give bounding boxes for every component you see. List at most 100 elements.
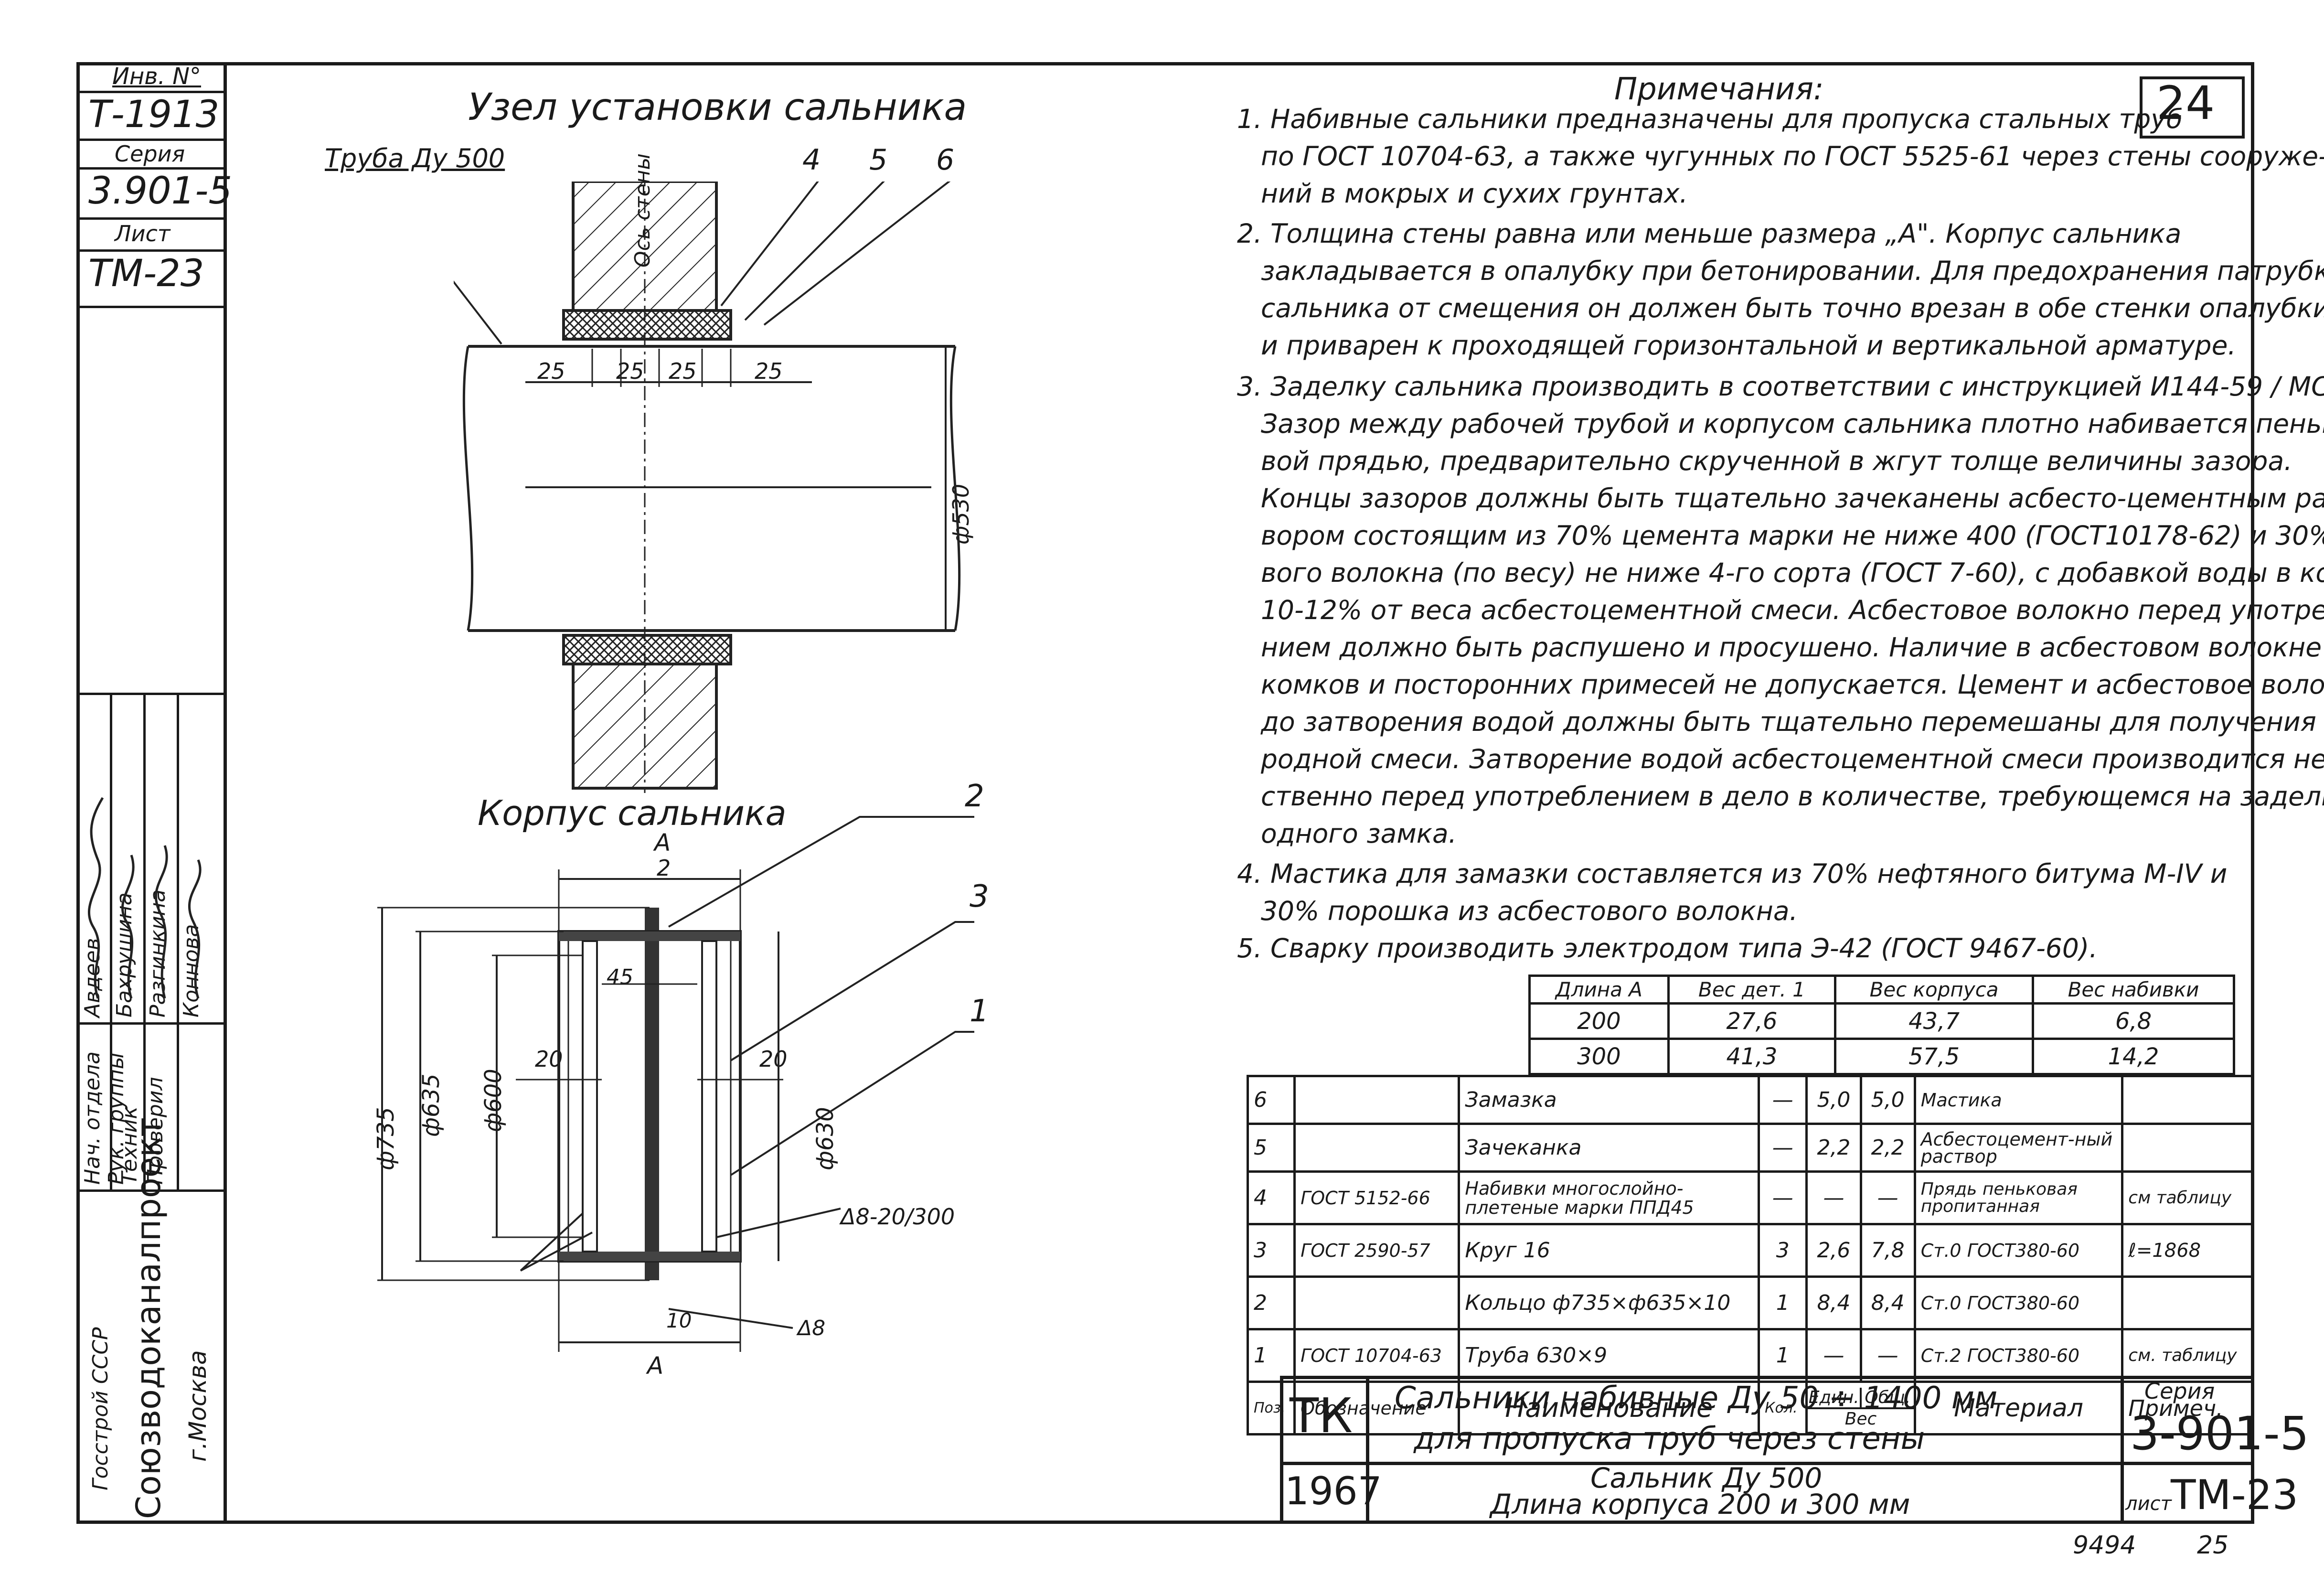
table-cell: 8,4 bbox=[1859, 1275, 1916, 1330]
left-margin-strip bbox=[76, 62, 227, 1524]
note-line: 4. Мастика для замазки составляется из 7… bbox=[1237, 858, 2228, 889]
table-cell: 41,3 bbox=[1667, 1038, 1837, 1075]
inv-number: Т-1913 bbox=[88, 93, 220, 136]
header-total: Общ. bbox=[1865, 1387, 1911, 1407]
note-line: вором состоящим из 70% цемента марки не … bbox=[1261, 520, 2324, 551]
note-line: 5. Сварку производить электродом типа Э-… bbox=[1237, 933, 2098, 964]
table-cell: 6,8 bbox=[2032, 1002, 2235, 1040]
table-cell: 8,4 bbox=[1805, 1275, 1862, 1330]
note-line: родной смеси. Затворение водой асбестоце… bbox=[1261, 744, 2324, 774]
callout-4: 4 bbox=[802, 143, 821, 177]
city: г.Москва bbox=[184, 1350, 212, 1462]
table-cell: Труба 630×9 bbox=[1458, 1328, 1760, 1383]
table-header: Вес дет. 1 bbox=[1667, 975, 1837, 1005]
signatures bbox=[87, 797, 202, 999]
table-cell bbox=[1293, 1075, 1460, 1125]
sheet-value: ТМ-23 bbox=[88, 252, 204, 295]
callout-2: 2 bbox=[965, 779, 984, 814]
table-cell: 2,2 bbox=[1805, 1123, 1862, 1173]
weld-1: Δ8-20/300 bbox=[841, 1204, 955, 1230]
title-line-2: для пропуска труб через стены bbox=[1414, 1421, 1925, 1456]
series-label: Серия bbox=[115, 141, 185, 167]
table-cell: 4 bbox=[1246, 1170, 1296, 1225]
subtitle-line-2: Длина корпуса 200 и 300 мм bbox=[1490, 1488, 1910, 1521]
dim-45: 45 bbox=[607, 965, 633, 989]
table-cell: 300 bbox=[1528, 1038, 1670, 1075]
header-designation: Обозначение bbox=[1293, 1381, 1460, 1435]
sheet-label: Лист bbox=[115, 221, 171, 246]
table-cell: 200 bbox=[1528, 1002, 1670, 1040]
header-weight-cell: Един. Общ. Вес bbox=[1805, 1381, 1916, 1435]
table-cell: 57,5 bbox=[1834, 1038, 2035, 1075]
header-remark: Примеч. bbox=[2121, 1381, 2254, 1435]
table-cell: — bbox=[1758, 1075, 1808, 1125]
table-cell: Ст.0 ГОСТ380-60 bbox=[1913, 1275, 2124, 1330]
table-cell: Кольцо ф735×ф635×10 bbox=[1458, 1275, 1760, 1330]
note-line: 3. Заделку сальника производить в соотве… bbox=[1237, 371, 2324, 402]
table-cell: см таблицу bbox=[2121, 1170, 2254, 1225]
table-cell: — bbox=[1859, 1328, 1916, 1383]
table-cell: Прядь пеньковая пропитанная bbox=[1913, 1170, 2124, 1225]
dim-10: 10 bbox=[666, 1309, 692, 1332]
table-cell: Набивки многослойно-плетеные марки ППД45 bbox=[1458, 1170, 1760, 1225]
table-cell: ГОСТ 5152-66 bbox=[1293, 1170, 1460, 1225]
table-cell: Мастика bbox=[1913, 1075, 2124, 1125]
table-cell: 5 bbox=[1246, 1123, 1296, 1173]
footer-page: 25 bbox=[2197, 1531, 2229, 1560]
table-cell: 14,2 bbox=[2032, 1038, 2235, 1075]
table-cell: 1 bbox=[1758, 1328, 1808, 1383]
spec-table: 6 Замазка — 5,0 5,0 Мастика 5 Зачеканка … bbox=[1246, 1075, 2254, 1435]
table-cell: 1 bbox=[1758, 1275, 1808, 1330]
callout-3: 3 bbox=[970, 879, 989, 914]
table-cell: 7,8 bbox=[1859, 1223, 1916, 1278]
table-cell: см. таблицу bbox=[2121, 1328, 2254, 1383]
pipe-label: Труба Ду 500 bbox=[325, 143, 505, 173]
table-cell: Ст.0 ГОСТ380-60 bbox=[1913, 1223, 2124, 1278]
callout-6: 6 bbox=[936, 143, 955, 177]
table-cell: ГОСТ 10704-63 bbox=[1293, 1328, 1460, 1383]
table-cell: 2,2 bbox=[1859, 1123, 1916, 1173]
callout-5: 5 bbox=[869, 143, 888, 177]
table-cell: 27,6 bbox=[1667, 1002, 1837, 1040]
role-1: Нач. отдела bbox=[80, 1051, 105, 1185]
notes-title: Примечания: bbox=[1614, 72, 1824, 107]
title-line-1: Сальники набивные Ду 50 ÷ 1400 мм bbox=[1395, 1381, 1998, 1416]
tb-series-label: Серия bbox=[2144, 1378, 2215, 1404]
tk-label: ТК bbox=[1290, 1388, 1353, 1444]
table-cell: 3 bbox=[1758, 1223, 1808, 1278]
table-cell: 2 bbox=[1246, 1275, 1296, 1330]
table-cell bbox=[2121, 1123, 2254, 1173]
organization: Госстрой СССР bbox=[88, 1327, 113, 1490]
table-cell: 2,6 bbox=[1805, 1223, 1862, 1278]
table-cell: Круг 16 bbox=[1458, 1223, 1760, 1278]
table-header: Вес набивки bbox=[2032, 975, 2235, 1005]
table-cell bbox=[1293, 1275, 1460, 1330]
callout-1: 1 bbox=[970, 994, 989, 1029]
note-line: 10-12% от веса асбестоцементной смеси. А… bbox=[1261, 595, 2324, 625]
table-cell: 1 bbox=[1246, 1328, 1296, 1383]
table-cell: ℓ=1868 bbox=[2121, 1223, 2254, 1278]
table-cell: — bbox=[1758, 1123, 1808, 1173]
note-line: 2. Толщина стены равна или меньше размер… bbox=[1237, 218, 2182, 249]
table-cell: 5,0 bbox=[1859, 1075, 1916, 1125]
dim-25-d: 25 bbox=[755, 358, 783, 384]
series-value: 3.901-5 bbox=[88, 170, 233, 213]
header-weight: Вес bbox=[1844, 1409, 1877, 1429]
dim-2: 2 bbox=[657, 855, 671, 881]
table-cell: 5,0 bbox=[1805, 1075, 1862, 1125]
note-line: ственно перед употреблением в дело в кол… bbox=[1261, 781, 2324, 812]
table-cell: Замазка bbox=[1458, 1075, 1760, 1125]
note-line: комков и посторонних примесей не допуска… bbox=[1261, 669, 2324, 700]
tb-sheet-value: ТМ-23 bbox=[2171, 1471, 2299, 1519]
table-cell: — bbox=[1805, 1328, 1862, 1383]
dim-A-bottom: А bbox=[647, 1352, 664, 1380]
note-line: вого волокна (по весу) не ниже 4-го сорт… bbox=[1261, 557, 2324, 588]
tb-series-value: 3-901-5 bbox=[2130, 1407, 2309, 1460]
table-cell: 43,7 bbox=[1834, 1002, 2035, 1040]
note-line: по ГОСТ 10704-63, а также чугунных по ГО… bbox=[1261, 141, 2324, 171]
header-unit: Един. bbox=[1808, 1387, 1862, 1407]
note-line: Зазор между рабочей трубой и корпусом са… bbox=[1261, 408, 2324, 439]
header-pos: Поз. bbox=[1246, 1381, 1296, 1435]
table-cell: 6 bbox=[1246, 1075, 1296, 1125]
